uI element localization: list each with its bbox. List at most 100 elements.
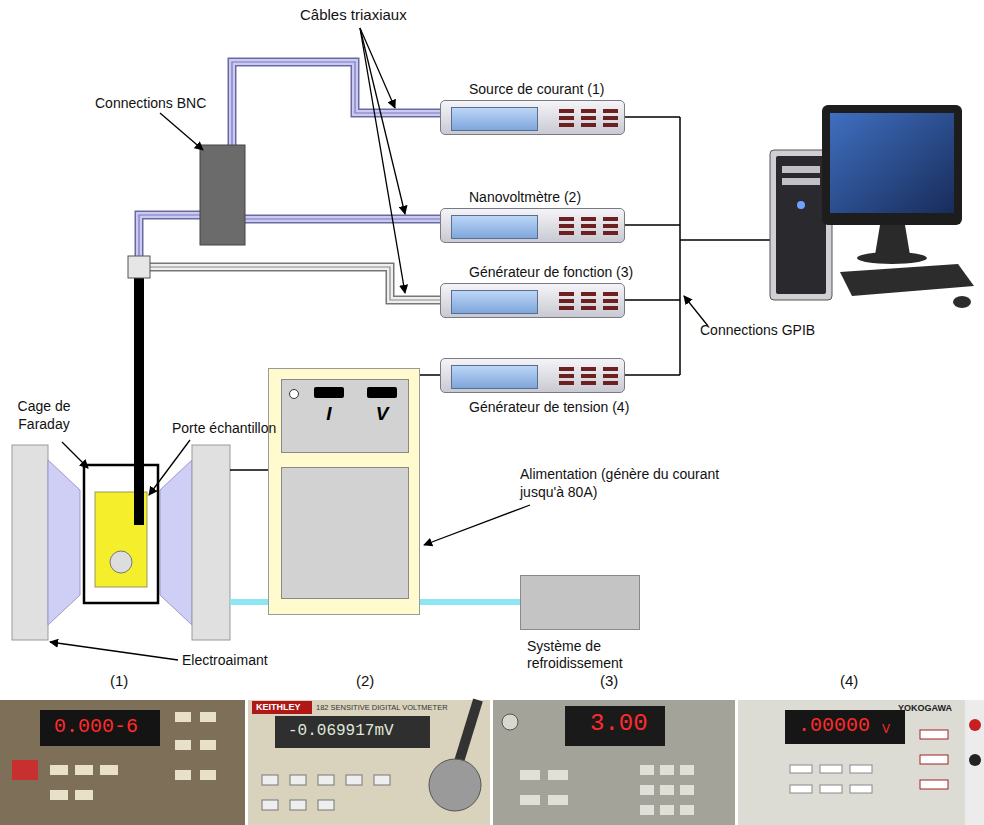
leader-arrow: [50, 28, 708, 660]
instrument-button: [603, 381, 618, 385]
instrument-photo: [790, 765, 812, 773]
computer: [776, 156, 826, 294]
faraday-cage: [84, 465, 158, 603]
instrument-photo: [200, 740, 216, 750]
computer: [782, 166, 820, 173]
instrument-photo: [50, 765, 68, 775]
display-reading: 3.00: [590, 710, 648, 737]
instrument-photo: [318, 800, 334, 810]
triaxial-cable: [245, 215, 440, 224]
leader-arrow: [360, 28, 395, 108]
triaxial-cable: [245, 218, 440, 219]
instrument-button: [581, 123, 596, 127]
connector-label: Connections BNC: [95, 95, 206, 111]
instrument-photo: [548, 770, 568, 780]
instrument-photo: [200, 712, 216, 722]
meter-label: I: [314, 403, 344, 425]
triaxial-cable: [150, 267, 440, 300]
triaxial-cable: [232, 62, 440, 145]
instrument-screen: [451, 290, 538, 314]
instrument-button: [559, 292, 574, 296]
instrument-button: [581, 217, 596, 221]
instrument-photo: [969, 754, 981, 766]
instrument-button: [559, 109, 574, 113]
instrument-button: [559, 374, 574, 378]
instrument-photo: [820, 785, 842, 793]
instrument-button: [603, 109, 618, 113]
instrument-button: [581, 231, 596, 235]
electromagnet: [192, 445, 230, 640]
callout-number: (2): [356, 672, 374, 689]
cage-label: Cage de Faraday: [4, 398, 84, 433]
triaxial-cable: [139, 215, 200, 256]
brand-name: YOKOGAWA: [898, 703, 952, 713]
wire: [230, 470, 268, 602]
instrument-photo: [660, 805, 674, 815]
instrument-button: [581, 374, 596, 378]
triaxial-cable: [245, 216, 440, 222]
instrument-photo: [374, 775, 390, 785]
instrument-button: [581, 116, 596, 120]
instrument-button: [581, 224, 596, 228]
wire: [230, 599, 268, 605]
power-supply-box: IV: [268, 368, 420, 615]
instrument-button: [559, 367, 574, 371]
instrument-photo: [680, 805, 694, 815]
electromagnet-label: Electroaimant: [182, 652, 268, 668]
leader-arrow: [62, 442, 88, 468]
computer: [875, 225, 910, 255]
instrument-photo: [175, 740, 191, 750]
power-indicator: [289, 389, 299, 399]
electromagnet: [12, 445, 48, 640]
computer: [822, 105, 962, 225]
instrument-photo: [660, 785, 674, 795]
instrument-button: [603, 224, 618, 228]
faraday-cage: [84, 465, 158, 603]
meter-bar: [314, 387, 344, 398]
instrument-button: [559, 306, 574, 310]
instrument-button: [559, 116, 574, 120]
instrument-button: [559, 299, 574, 303]
instrument-photo: [790, 785, 812, 793]
instrument-name: Nanovoltmètre (2): [469, 189, 581, 205]
cooling-label: Système de refroidissement: [527, 638, 667, 672]
instrument-photo: [12, 760, 38, 780]
instrument-button: [603, 217, 618, 221]
model-name: 182 SENSITIVE DIGITAL VOLTMETER: [316, 703, 448, 712]
instrument-name: Source de courant (1): [469, 81, 604, 97]
instrument-button: [603, 116, 618, 120]
instrument-photo: [290, 800, 306, 810]
electromagnet: [160, 460, 192, 625]
instrument-photo: [640, 805, 654, 815]
bnc-box: [200, 145, 245, 245]
instrument-box: Source de courant (1): [440, 100, 625, 135]
instrument-photo: [785, 710, 905, 744]
triaxial-cable: [232, 62, 440, 145]
lower-panel: [281, 467, 409, 599]
brand-name: KEITHLEY: [256, 702, 301, 712]
bnc-box: [200, 145, 245, 245]
instrument-screen: [451, 365, 538, 389]
instrument-photo: [175, 770, 191, 780]
instrument-button: [581, 381, 596, 385]
instrument-photo: [680, 785, 694, 795]
wire: [230, 469, 268, 471]
instrument-button: [581, 367, 596, 371]
instrument-button: [581, 109, 596, 113]
instrument-photo: [290, 775, 306, 785]
instrument-photo: [175, 712, 191, 722]
computer: [857, 252, 927, 264]
triaxial-cable: [232, 62, 440, 145]
instrument-photo: [920, 780, 948, 789]
computer: [953, 296, 971, 308]
instrument-photo: [100, 765, 118, 775]
computer: [770, 105, 974, 308]
instrument-photo: [660, 765, 674, 775]
instrument-screen: [451, 107, 538, 131]
instrument-photo: [346, 775, 362, 785]
instrument-button: [603, 292, 618, 296]
computer: [797, 201, 805, 209]
cable-label: Câbles triaxiaux: [300, 6, 407, 23]
